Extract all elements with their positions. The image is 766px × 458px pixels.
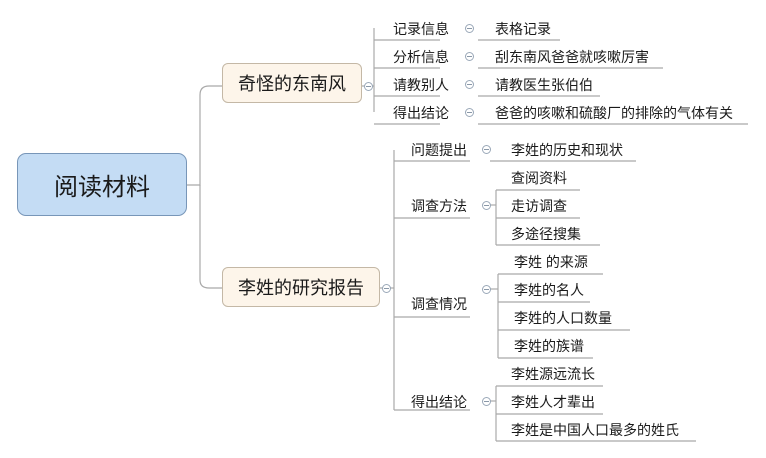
topic-detail: 李姓人才辈出 — [511, 394, 595, 410]
topic-detail: 李姓的名人 — [514, 282, 584, 298]
collapse-toggle-icon[interactable] — [482, 285, 491, 294]
branch-dongnanfeng[interactable]: 奇怪的东南风 — [222, 63, 362, 103]
collapse-toggle-icon[interactable] — [465, 24, 474, 33]
topic-detail: 请教医生张伯伯 — [495, 77, 593, 93]
branch-label: 李姓的研究报告 — [238, 278, 364, 298]
topic-label: 请教别人 — [393, 77, 449, 93]
topic-detail: 李姓的人口数量 — [514, 310, 612, 326]
topic-label: 记录信息 — [393, 21, 449, 37]
topic-detail: 爸爸的咳嗽和硫酸厂的排除的气体有关 — [495, 105, 733, 121]
topic-detail: 李姓是中国人口最多的姓氏 — [511, 422, 679, 438]
collapse-toggle-icon[interactable] — [465, 52, 474, 61]
topic-label: 分析信息 — [393, 49, 449, 65]
topic-label: 调查方法 — [411, 198, 467, 214]
topic-detail: 刮东南风爸爸就咳嗽厉害 — [495, 49, 649, 65]
collapse-toggle-icon[interactable] — [482, 201, 491, 210]
collapse-toggle-icon[interactable] — [482, 397, 491, 406]
topic-detail: 走访调查 — [511, 198, 567, 214]
topic-detail: 李姓源远流长 — [511, 366, 595, 382]
root-label: 阅读材料 — [54, 174, 150, 201]
topic-detail: 李姓 的来源 — [514, 254, 588, 270]
branch-lixing-report[interactable]: 李姓的研究报告 — [222, 267, 380, 307]
collapse-toggle-icon[interactable] — [465, 80, 474, 89]
root-topic[interactable]: 阅读材料 — [17, 153, 187, 216]
topic-detail: 李姓的历史和现状 — [511, 142, 623, 158]
collapse-toggle-icon[interactable] — [482, 145, 491, 154]
topic-label: 得出结论 — [393, 105, 449, 121]
topic-label: 得出结论 — [411, 394, 467, 410]
collapse-toggle-icon[interactable] — [382, 284, 391, 293]
topic-detail: 多途径搜集 — [511, 226, 581, 242]
topic-label: 调查情况 — [411, 296, 467, 312]
topic-label: 问题提出 — [411, 142, 467, 158]
topic-detail: 表格记录 — [495, 21, 551, 37]
collapse-toggle-icon[interactable] — [364, 82, 373, 91]
branch-label: 奇怪的东南风 — [238, 74, 346, 94]
topic-detail: 查阅资料 — [511, 170, 567, 186]
topic-detail: 李姓的族谱 — [514, 338, 584, 354]
collapse-toggle-icon[interactable] — [465, 108, 474, 117]
